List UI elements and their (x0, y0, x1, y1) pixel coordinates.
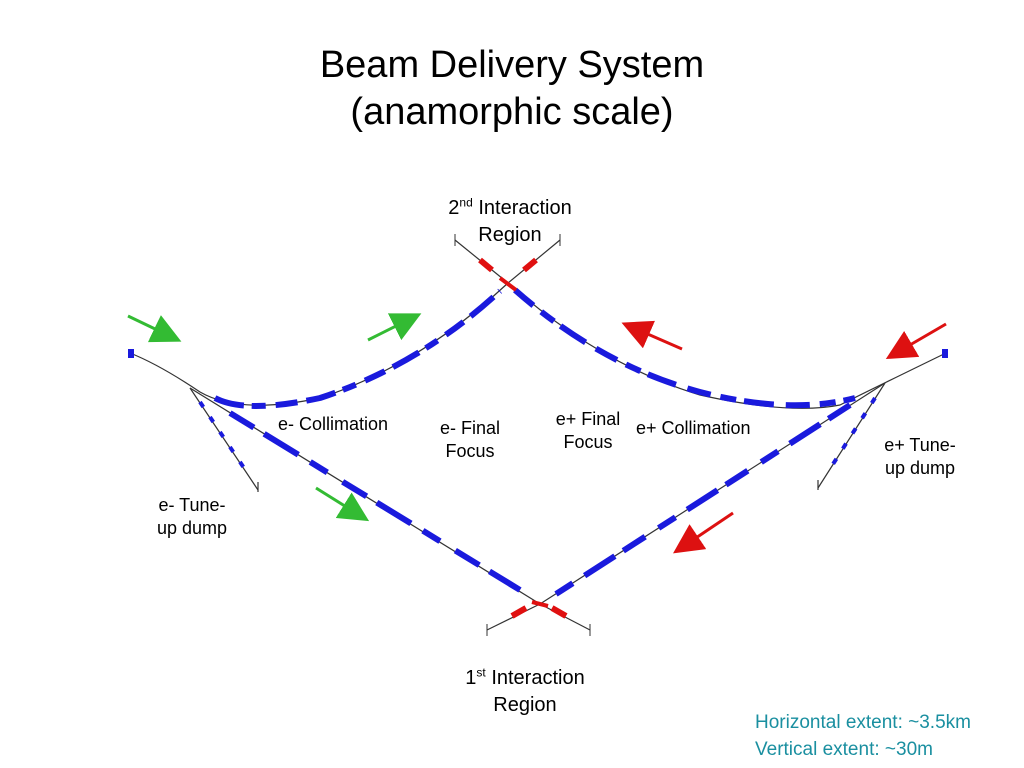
left-end-cap (128, 349, 134, 358)
positron-arrow-1 (621, 320, 683, 351)
upper-left-magnets (213, 288, 503, 409)
e-plus-tune-up-dump-label: e+ Tune-up dump (884, 435, 956, 478)
ir2-final-focus-2 (522, 257, 538, 273)
electron-arrow-2 (367, 313, 422, 342)
e-plus-collimation-label: e+ Collimation (636, 418, 751, 438)
upper-right-magnets (513, 287, 856, 409)
e-plus-dump-magnets (826, 396, 877, 474)
positron-arrow-2 (885, 322, 947, 360)
upper-left-beamline (129, 282, 509, 406)
ir2-final-focus-1 (478, 257, 494, 273)
e-minus-dump-magnets (198, 400, 250, 476)
e-minus-tune-up-dump-label: e- Tune-up dump (156, 495, 228, 538)
lower-left-magnets (228, 410, 522, 593)
ir1-final-focus-2 (550, 605, 568, 619)
title-line-2: (anamorphic scale) (350, 91, 674, 133)
ir1-final-focus-1 (510, 605, 528, 619)
lower-right-magnets (554, 402, 852, 597)
ir2-label: 2nd Interaction Region (448, 195, 572, 246)
ir2-final-focus-3 (498, 276, 518, 292)
ir1-final-focus-3 (531, 600, 549, 608)
horizontal-extent: Horizontal extent: ~3.5km (755, 712, 971, 733)
electron-arrow-3 (315, 486, 370, 522)
ir1-label: 1st Interaction Region (465, 665, 585, 716)
title-line-1: Beam Delivery System (319, 44, 705, 86)
e-minus-collimation-label: e- Collimation (278, 414, 389, 434)
right-end-cap (942, 349, 948, 358)
electron-arrow-1 (127, 314, 182, 343)
positron-arrow-3 (673, 511, 734, 554)
vertical-extent: Vertical extent: ~30m (755, 739, 933, 760)
